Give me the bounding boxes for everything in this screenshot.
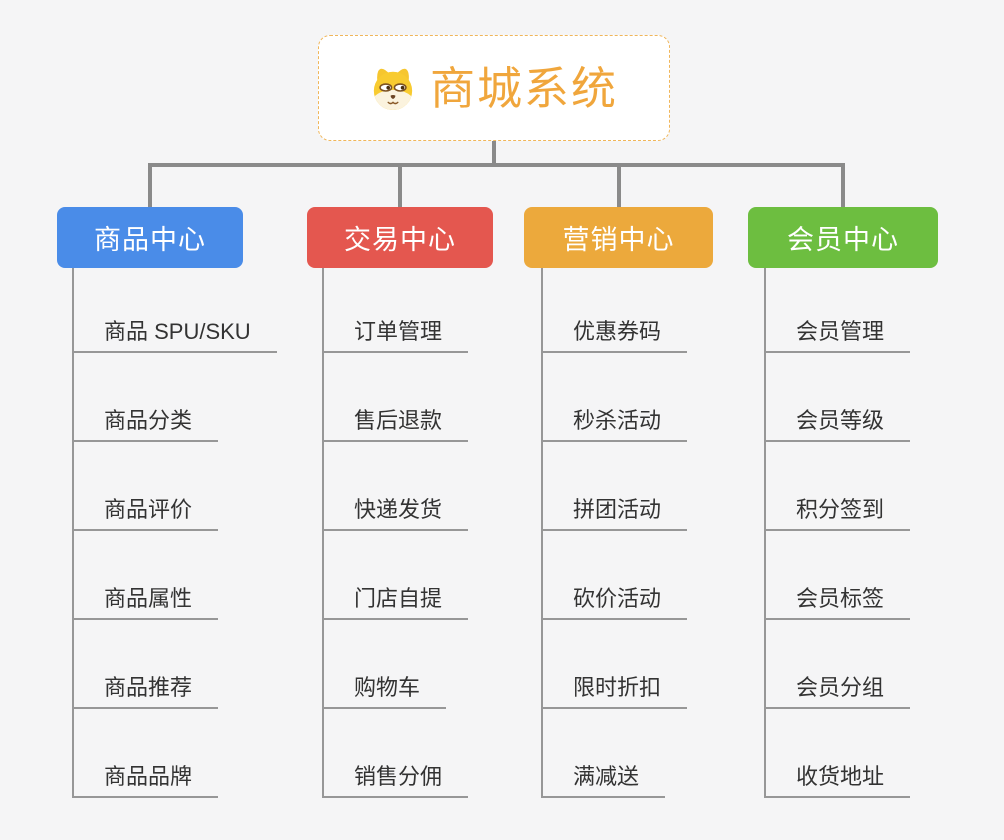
child-column-trade: 订单管理 售后退款 快递发货 门店自提 购物车 销售分佣 (322, 268, 469, 798)
branch-node-trade-center[interactable]: 交易中心 (307, 207, 493, 268)
connector-horizontal-bus (148, 163, 845, 167)
child-item-member-level[interactable]: 会员等级 (766, 353, 911, 442)
branch-label: 营销中心 (562, 225, 675, 255)
child-item-full-reduction[interactable]: 满减送 (543, 709, 666, 798)
child-item-bargain-activity[interactable]: 砍价活动 (543, 531, 688, 620)
connector-drop-member (841, 165, 845, 209)
child-item-group-buy[interactable]: 拼团活动 (543, 442, 688, 531)
connector-drop-marketing (617, 165, 621, 209)
child-item-member-tags[interactable]: 会员标签 (766, 531, 911, 620)
connector-drop-product (148, 165, 152, 209)
child-item-product-recommend[interactable]: 商品推荐 (74, 620, 219, 709)
branch-node-member-center[interactable]: 会员中心 (748, 207, 938, 268)
child-item-coupon-code[interactable]: 优惠券码 (543, 268, 688, 353)
root-node[interactable]: 商城系统 (318, 35, 670, 141)
child-item-member-management[interactable]: 会员管理 (766, 268, 911, 353)
child-item-flash-sale[interactable]: 秒杀活动 (543, 353, 688, 442)
branch-label: 会员中心 (787, 225, 899, 255)
branch-label: 商品中心 (94, 225, 206, 255)
child-item-store-pickup[interactable]: 门店自提 (324, 531, 469, 620)
connector-drop-trade (398, 165, 402, 209)
child-item-product-brand[interactable]: 商品品牌 (74, 709, 219, 798)
child-column-marketing: 优惠券码 秒杀活动 拼团活动 砍价活动 限时折扣 满减送 (541, 268, 688, 798)
connector-root-drop (492, 141, 496, 165)
child-item-member-groups[interactable]: 会员分组 (766, 620, 911, 709)
child-item-product-spu-sku[interactable]: 商品 SPU/SKU (74, 268, 277, 353)
child-column-member: 会员管理 会员等级 积分签到 会员标签 会员分组 收货地址 (764, 268, 911, 798)
shiba-dog-icon (373, 68, 413, 111)
child-item-product-review[interactable]: 商品评价 (74, 442, 219, 531)
child-item-points-checkin[interactable]: 积分签到 (766, 442, 911, 531)
branch-node-marketing-center[interactable]: 营销中心 (524, 207, 713, 268)
child-item-sales-commission[interactable]: 销售分佣 (324, 709, 469, 798)
child-item-aftersale-refund[interactable]: 售后退款 (324, 353, 469, 442)
child-item-product-attribute[interactable]: 商品属性 (74, 531, 219, 620)
child-column-product: 商品 SPU/SKU 商品分类 商品评价 商品属性 商品推荐 商品品牌 (72, 268, 277, 798)
child-item-limited-time-discount[interactable]: 限时折扣 (543, 620, 688, 709)
branch-node-product-center[interactable]: 商品中心 (57, 207, 243, 268)
child-item-shipping-address[interactable]: 收货地址 (766, 709, 911, 798)
child-item-product-category[interactable]: 商品分类 (74, 353, 219, 442)
child-item-express-delivery[interactable]: 快递发货 (324, 442, 469, 531)
branch-label: 交易中心 (344, 225, 456, 255)
child-item-shopping-cart[interactable]: 购物车 (324, 620, 447, 709)
root-title: 商城系统 (429, 62, 618, 114)
child-item-order-management[interactable]: 订单管理 (324, 268, 469, 353)
